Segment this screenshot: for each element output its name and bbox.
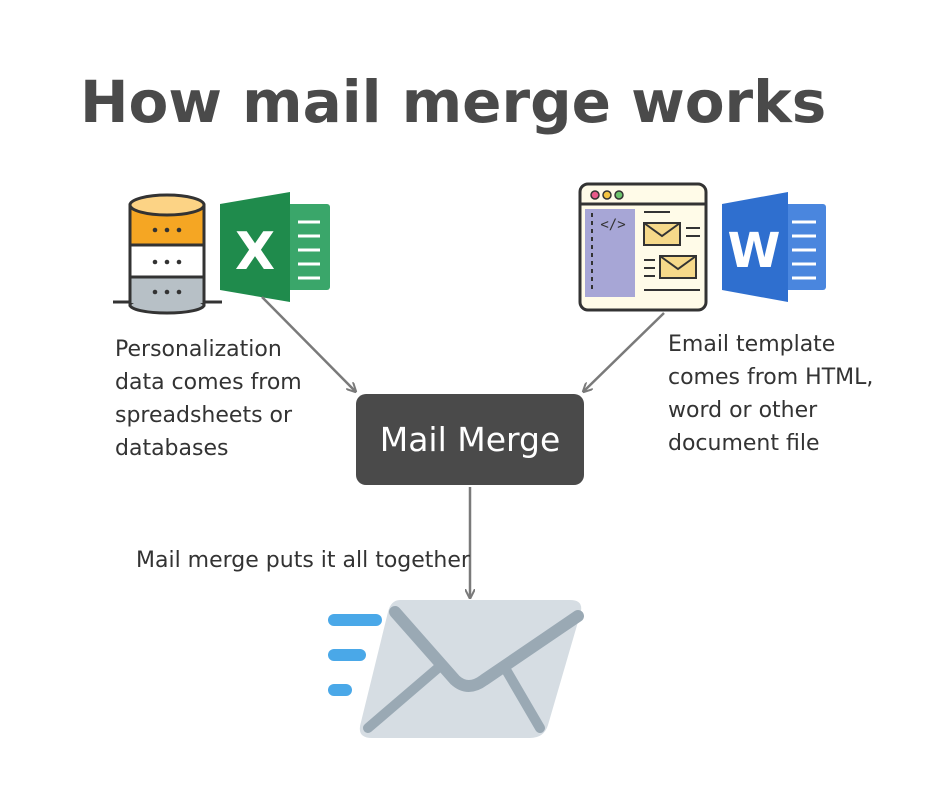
svg-text:X: X bbox=[235, 222, 275, 282]
template-source-caption: Email template comes from HTML, word or … bbox=[668, 332, 874, 456]
html-template-icon: </> bbox=[578, 182, 708, 312]
word-icon: W bbox=[722, 192, 826, 302]
excel-icon: X bbox=[220, 192, 330, 302]
output-caption: Mail merge puts it all together bbox=[136, 548, 470, 573]
mail-merge-label: Mail Merge bbox=[379, 420, 561, 459]
mail-merge-box: Mail Merge bbox=[356, 394, 584, 485]
page-title: How mail merge works bbox=[80, 68, 827, 136]
arrow-template-to-merge bbox=[584, 312, 665, 391]
email-envelope-icon bbox=[328, 600, 584, 738]
database-icon bbox=[113, 193, 222, 315]
data-source-caption: Personalization data comes from spreadsh… bbox=[115, 337, 302, 461]
svg-text:</>: </> bbox=[600, 217, 625, 233]
arrow-data-to-merge bbox=[261, 296, 355, 391]
svg-text:W: W bbox=[728, 223, 781, 279]
